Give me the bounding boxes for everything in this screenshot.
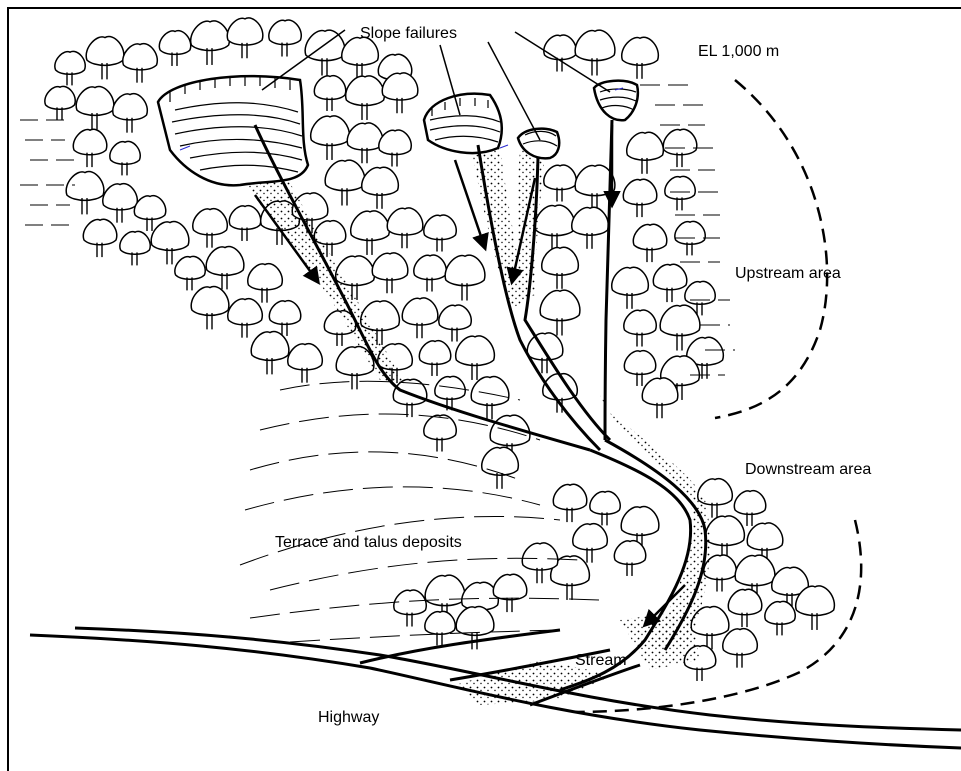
tree-icon xyxy=(191,21,230,65)
tree-icon xyxy=(228,299,263,338)
tree-icon xyxy=(45,86,75,120)
slope-failure-2 xyxy=(424,94,502,153)
tree-icon xyxy=(622,37,659,79)
tree-icon xyxy=(653,264,687,302)
tree-icon xyxy=(614,541,645,576)
tree-icon xyxy=(572,207,609,249)
tree-icon xyxy=(314,76,345,111)
tree-icon xyxy=(544,165,576,202)
tree-icon xyxy=(456,336,495,380)
tree-icon xyxy=(86,37,124,80)
tree-icon xyxy=(229,206,260,241)
tree-icon xyxy=(110,141,140,175)
tree-icon xyxy=(342,37,379,79)
tree-icon xyxy=(623,179,657,217)
tree-icon xyxy=(728,589,762,627)
tree-icon xyxy=(305,30,345,75)
tree-icon xyxy=(248,264,283,303)
tree-icon xyxy=(542,247,579,289)
tree-icon xyxy=(123,44,158,83)
tree-icon xyxy=(471,377,509,420)
tree-icon xyxy=(269,20,301,57)
tree-icon xyxy=(540,290,580,335)
label-highway: Highway xyxy=(318,709,379,726)
tree-icon xyxy=(414,255,446,292)
tree-icon xyxy=(445,255,485,300)
tree-icon xyxy=(633,224,667,262)
label-slope-failures: Slope failures xyxy=(360,25,457,42)
label-stream: Stream xyxy=(575,652,627,669)
tree-icon xyxy=(706,516,745,560)
tree-icon xyxy=(419,341,450,376)
tree-icon xyxy=(387,208,423,248)
tree-icon xyxy=(55,51,85,85)
tree-icon xyxy=(723,629,758,668)
tree-icon xyxy=(493,574,527,612)
tree-icon xyxy=(624,310,656,347)
upstream-boundary xyxy=(715,80,827,418)
tree-icon xyxy=(424,415,456,452)
tree-icon xyxy=(191,287,229,330)
tree-icon xyxy=(120,231,150,265)
tree-icon xyxy=(351,211,390,255)
tree-icon xyxy=(553,484,587,522)
label-terrace-deposits: Terrace and talus deposits xyxy=(275,534,462,551)
tree-icon xyxy=(159,31,190,66)
tree-icon xyxy=(425,611,455,645)
tree-icon xyxy=(269,301,300,336)
label-downstream-area: Downstream area xyxy=(745,461,871,478)
tree-icon xyxy=(612,267,649,309)
label-upstream-area: Upstream area xyxy=(735,265,841,282)
tree-icon xyxy=(113,94,148,133)
tree-icon xyxy=(76,87,114,130)
tree-icon xyxy=(482,447,519,489)
tree-icon xyxy=(103,184,138,223)
tree-icon xyxy=(346,76,385,120)
tree-icon xyxy=(325,160,365,205)
tree-icon xyxy=(627,132,664,174)
tree-icon xyxy=(765,601,795,635)
tree-icon xyxy=(206,247,244,290)
tree-icon xyxy=(796,586,835,630)
tree-icon xyxy=(347,123,383,163)
tree-icon xyxy=(439,305,471,342)
tree-icon xyxy=(372,253,408,293)
tree-icon xyxy=(311,116,350,160)
tree-icon xyxy=(175,256,205,290)
tree-icon xyxy=(66,172,104,215)
tree-icon xyxy=(575,30,615,75)
tree-icon xyxy=(362,167,399,209)
tree-icon xyxy=(251,332,289,375)
tree-icon xyxy=(665,176,695,210)
tree-icon xyxy=(424,215,456,252)
tree-icon xyxy=(402,298,438,338)
tree-icon xyxy=(642,378,678,418)
tree-icon xyxy=(394,590,426,627)
label-elevation: EL 1,000 m xyxy=(698,43,779,60)
tree-icon xyxy=(288,344,323,383)
tree-icon xyxy=(382,73,418,113)
tree-icon xyxy=(193,209,228,248)
tree-icon xyxy=(227,18,263,58)
tree-icon xyxy=(379,130,411,167)
tree-icon xyxy=(83,219,117,257)
tree-icon xyxy=(535,205,575,250)
tree-icon xyxy=(590,491,620,525)
tree-icon xyxy=(73,129,107,167)
